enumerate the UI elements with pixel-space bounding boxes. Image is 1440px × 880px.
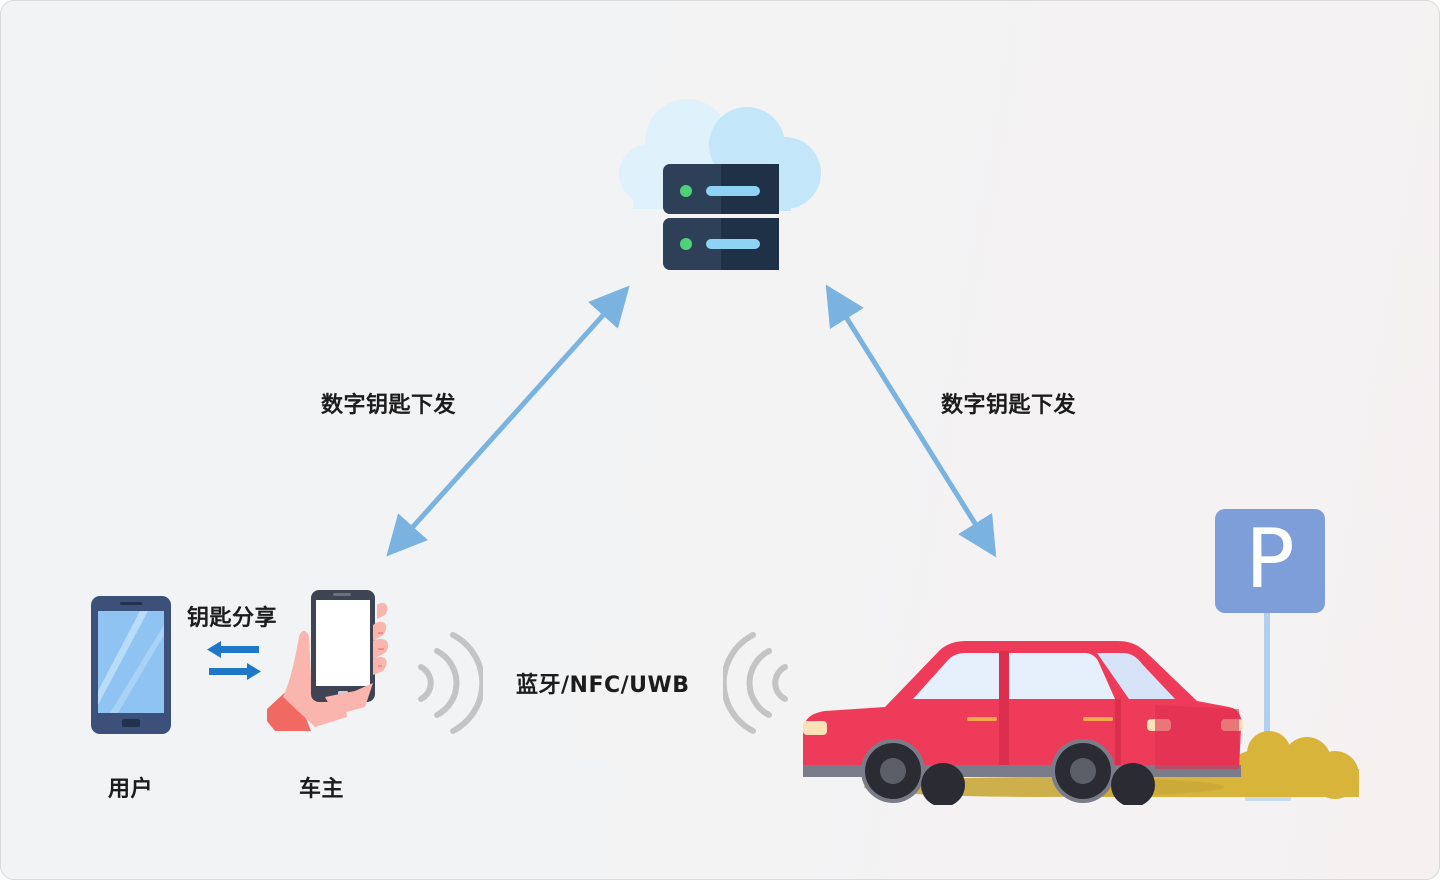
label-user: 用户 xyxy=(108,777,154,802)
label-key-share: 钥匙分享 xyxy=(187,606,278,631)
label-owner: 车主 xyxy=(299,777,345,802)
cloud-server-icon xyxy=(619,89,829,279)
label-key-issue-left: 数字钥匙下发 xyxy=(321,393,457,418)
label-wireless: 蓝牙/NFC/UWB xyxy=(516,673,690,698)
swap-arrows-icon xyxy=(207,641,261,683)
wireless-signal-icon xyxy=(413,629,483,739)
red-car-icon xyxy=(799,637,1249,805)
label-key-issue-right: 数字钥匙下发 xyxy=(941,393,1077,418)
parking-sign-letter: P xyxy=(1245,512,1295,607)
arrow-owner-to-cloud xyxy=(386,285,630,557)
wireless-signal-icon-right xyxy=(723,629,793,739)
hand-holding-phone-icon xyxy=(265,589,395,734)
arrow-cloud-to-car xyxy=(825,284,997,558)
smartphone-icon xyxy=(90,595,172,735)
